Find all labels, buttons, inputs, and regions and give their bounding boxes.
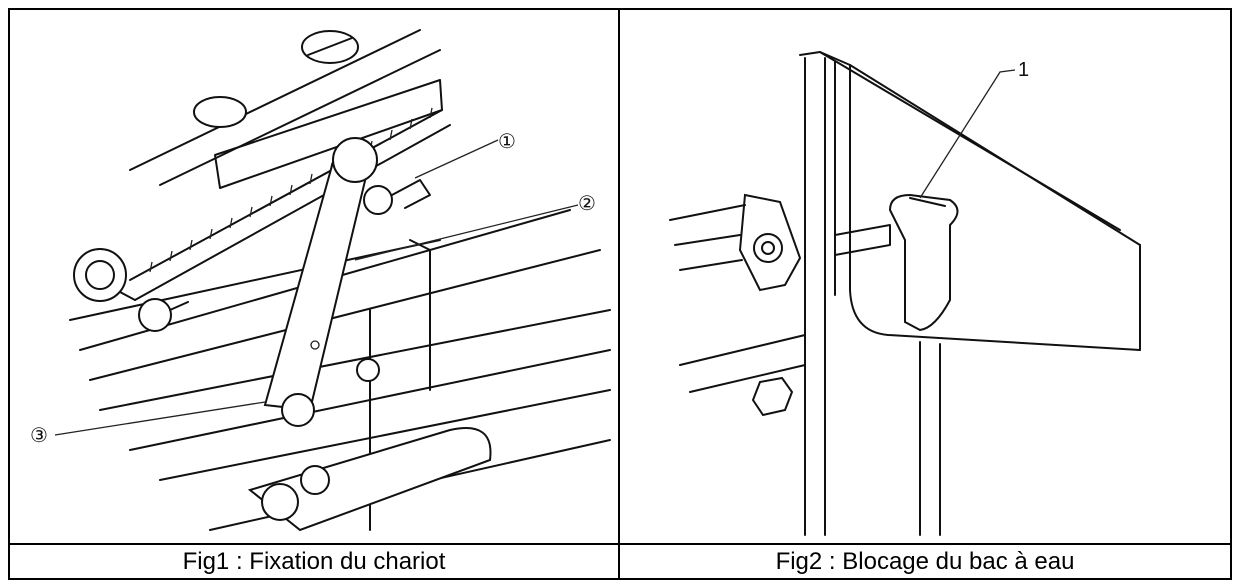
fig1-callout-1: ① [498, 131, 516, 153]
fig1-callout-3: ③ [30, 425, 48, 447]
fig2-callout-1: 1 [1018, 59, 1029, 81]
fig2-caption: Fig2 : Blocage du bac à eau [775, 547, 1075, 575]
fig2-illustration: 1 [620, 10, 1230, 543]
column-divider [618, 8, 620, 580]
fig1-callout-2: ② [578, 193, 596, 215]
fig1-illustration: ① ② ③ [10, 10, 618, 543]
fig1-caption: Fig1 : Fixation du chariot [182, 547, 446, 575]
figure-table-frame [8, 8, 1232, 580]
caption-row-divider [8, 543, 1232, 545]
